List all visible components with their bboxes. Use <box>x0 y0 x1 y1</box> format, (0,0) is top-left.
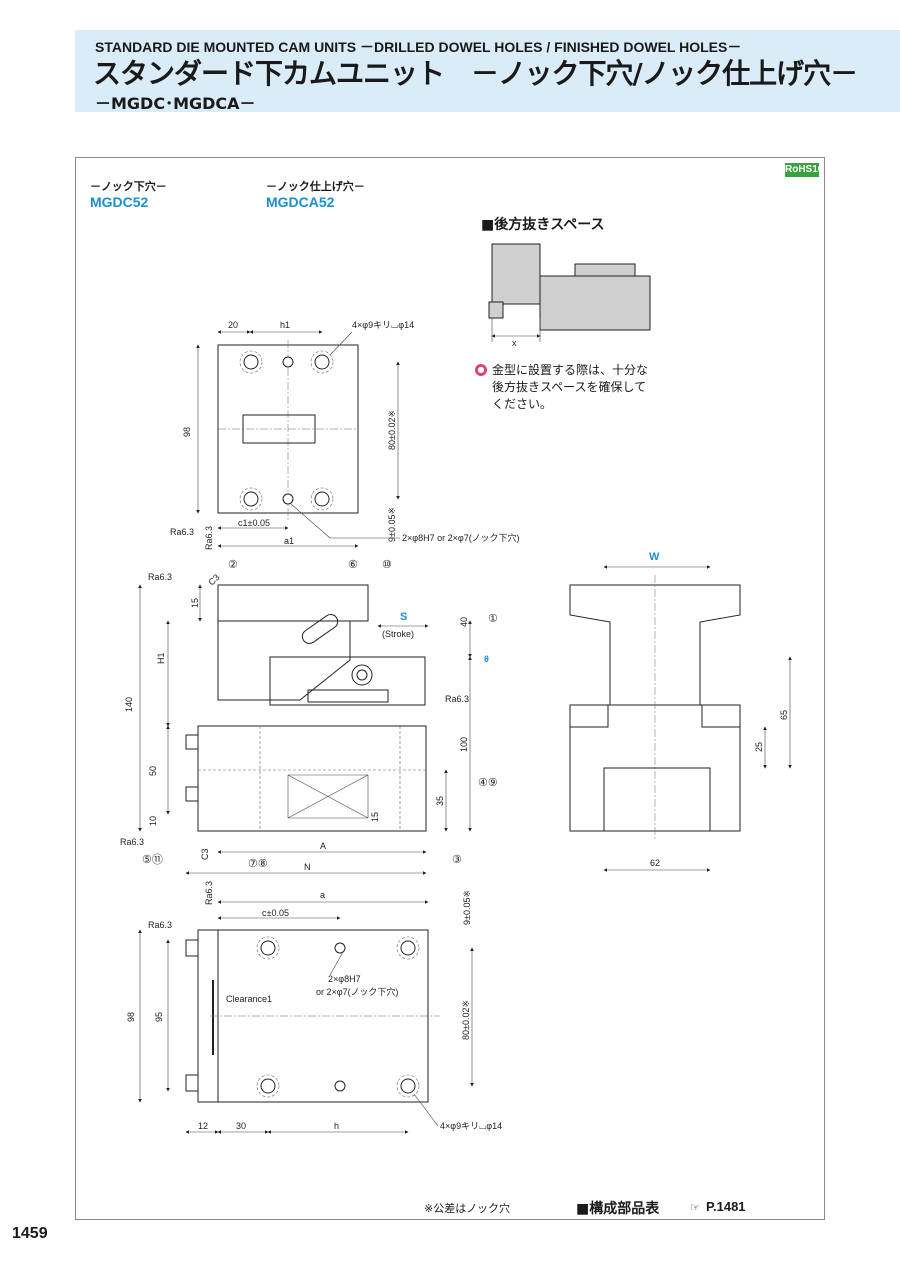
front-view: 140 H1 50 10 15 Ra6.3 C3 Ra6.3 C3 S (Str… <box>120 559 498 875</box>
dim-c1: c1±0.05 <box>238 518 270 528</box>
dim-40: 40 <box>459 617 469 627</box>
dim-a: a <box>320 890 325 900</box>
part-1-label: ① <box>488 613 498 625</box>
dim-30: 30 <box>236 1121 246 1131</box>
dim-15: 15 <box>190 598 200 608</box>
dim-9-bottom: 9±0.05※ <box>462 890 472 925</box>
model-mgdca52: MGDCA52 <box>266 194 335 210</box>
part-5-11-label: ⑤⑪ <box>142 853 163 866</box>
dim-c: c±0.05 <box>262 908 289 918</box>
callout-holes-bottom: 4×φ9キリ⌴φ14 <box>440 1121 502 1131</box>
variant-drilled-label: －ノック下穴－ <box>90 180 167 193</box>
ra-top-vert: Ra6.3 <box>204 526 214 550</box>
clearance-note: ● 金型に設置する際は、十分な 後方抜きスペースを確保して ください。 <box>475 362 678 413</box>
callout-dowel: 2×φ8H7 or 2×φ7(ノック下穴) <box>402 532 520 543</box>
ra-top-left: Ra6.3 <box>170 527 194 537</box>
tolerance-note: ※公差はノック穴 <box>424 1202 510 1215</box>
dim-35: 35 <box>435 796 445 806</box>
dim-15b: 15 <box>370 812 380 822</box>
dim-12: 12 <box>198 1121 208 1131</box>
dim-98: 98 <box>182 427 192 437</box>
dim-100: 100 <box>459 737 469 752</box>
dim-h: h <box>334 1121 339 1131</box>
dim-140: 140 <box>124 697 134 712</box>
dim-W: W <box>649 551 660 563</box>
part-3-label: ③ <box>452 854 462 866</box>
part-7-8-label: ⑦⑧ <box>248 858 268 870</box>
title-japanese: スタンダード下カムユニット －ノック下穴/ノック仕上げ穴－ <box>93 57 858 90</box>
theta-label: θ <box>484 654 489 664</box>
ra-bottom-top: Ra6.3 <box>204 881 214 905</box>
note-line: 金型に設置する際は、十分な <box>492 363 649 377</box>
title-english: STANDARD DIE MOUNTED CAM UNITS －DRILLED … <box>95 39 742 55</box>
variant-finished-label: －ノック仕上げ穴－ <box>266 180 365 193</box>
dim-62: 62 <box>650 858 660 868</box>
ra-front-side: Ra6.3 <box>445 694 469 704</box>
part-10-label: ⑩ <box>382 559 392 571</box>
dowel-line-2: or 2×φ7(ノック下穴) <box>316 986 398 997</box>
dim-S: S <box>400 611 407 623</box>
model-mgdc52: MGDC52 <box>90 194 149 210</box>
clearance-space-drawing: x <box>488 243 651 348</box>
dim-H1: H1 <box>156 652 166 664</box>
parts-list-title: ■構成部品表 <box>576 1201 660 1217</box>
dim-N: N <box>304 862 311 872</box>
dim-95: 95 <box>154 1012 164 1022</box>
callout-holes: 4×φ9キリ⌴φ14 <box>352 320 414 330</box>
c3-bottom: C3 <box>200 848 210 860</box>
clearance-x-label: x <box>512 338 517 348</box>
dim-98-bottom: 98 <box>126 1012 136 1022</box>
dim-80: 80±0.02※ <box>387 410 397 450</box>
dim-65: 65 <box>779 710 789 720</box>
title-models: －MGDC･MGDCA－ <box>95 94 256 113</box>
note-line: 後方抜きスペースを確保して <box>492 380 647 394</box>
dim-9: 9±0.05※ <box>387 507 397 542</box>
part-2-label: ② <box>228 559 238 571</box>
dim-50: 50 <box>148 766 158 776</box>
top-view: 20 h1 4×φ9キリ⌴φ14 98 80±0.02※ 9±0.05※ Ra6… <box>170 320 520 550</box>
drawing-frame <box>75 157 825 1220</box>
page-number: 1459 <box>12 1225 48 1242</box>
dim-25: 25 <box>754 742 764 752</box>
part-4-9-label: ④⑨ <box>478 777 498 789</box>
side-view: W 65 25 62 <box>569 551 792 872</box>
dowel-line-1: 2×φ8H7 <box>328 974 361 984</box>
ra-bottom-left: Ra6.3 <box>148 920 172 930</box>
ra-front-bottom: Ra6.3 <box>120 837 144 847</box>
note-line: ください。 <box>492 397 553 411</box>
dim-h1: h1 <box>280 320 290 330</box>
dim-A: A <box>320 841 326 851</box>
stroke-label: (Stroke) <box>382 629 414 639</box>
reference-arrow-icon: ☞ <box>690 1201 700 1214</box>
parts-page-link[interactable]: P.1481 <box>706 1199 746 1214</box>
dim-a1: a1 <box>284 536 294 546</box>
clearance-section-title: ■後方抜きスペース <box>481 217 605 233</box>
dim-20: 20 <box>228 320 238 330</box>
dim-80-bottom: 80±0.02※ <box>461 1000 471 1040</box>
header-band: STANDARD DIE MOUNTED CAM UNITS －DRILLED … <box>75 30 900 113</box>
bottom-view: Ra6.3 Ra6.3 a c±0.05 9±0.05※ 2×φ8H7 or 2… <box>126 881 502 1134</box>
dim-10: 10 <box>148 816 158 826</box>
rohs-badge: RoHS10 <box>785 163 824 177</box>
ra-front-top: Ra6.3 <box>148 572 172 582</box>
part-6-label: ⑥ <box>348 559 358 571</box>
pin-icon: ● <box>475 364 487 376</box>
clearance-label: Clearance1 <box>226 994 272 1004</box>
